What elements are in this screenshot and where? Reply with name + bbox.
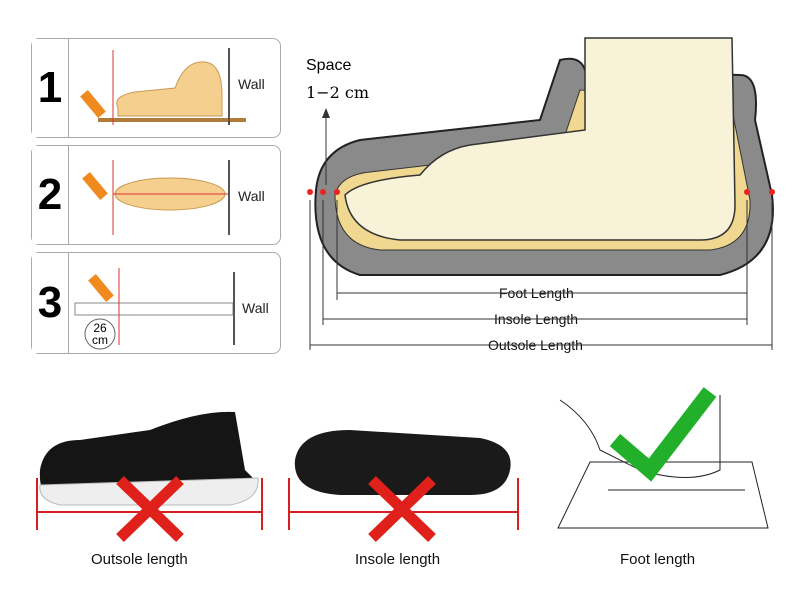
wall-label: Wall xyxy=(242,300,269,316)
step-number: 1 xyxy=(32,39,69,137)
insole-length-caption: Insole length xyxy=(355,551,441,568)
foot-tracing-image xyxy=(557,395,769,529)
step2-foot-drawing xyxy=(82,160,230,235)
measurement-badge: 26 cm xyxy=(88,322,112,346)
step-number: 2 xyxy=(32,146,69,244)
step1-foot-drawing xyxy=(80,48,246,125)
check-icon xyxy=(609,387,717,482)
space-value: 1−2 cm xyxy=(306,83,369,102)
sneaker-image xyxy=(39,411,259,506)
wall-label: Wall xyxy=(238,76,265,92)
insole-image xyxy=(294,430,511,495)
measurement-value: 26 xyxy=(93,321,107,335)
cross-icon xyxy=(116,476,184,542)
space-label: Space xyxy=(306,57,352,74)
step-number: 3 xyxy=(32,253,69,353)
step-2: 2 xyxy=(31,145,281,245)
wall-label: Wall xyxy=(238,188,265,204)
step3-ruler-drawing xyxy=(74,268,235,350)
cross-icon xyxy=(368,476,436,542)
foot-length-caption: Foot length xyxy=(620,551,696,568)
shoe-cross-section xyxy=(307,37,775,350)
measurement-unit: cm xyxy=(92,333,108,347)
outsole-length-caption: Outsole length xyxy=(91,551,188,568)
